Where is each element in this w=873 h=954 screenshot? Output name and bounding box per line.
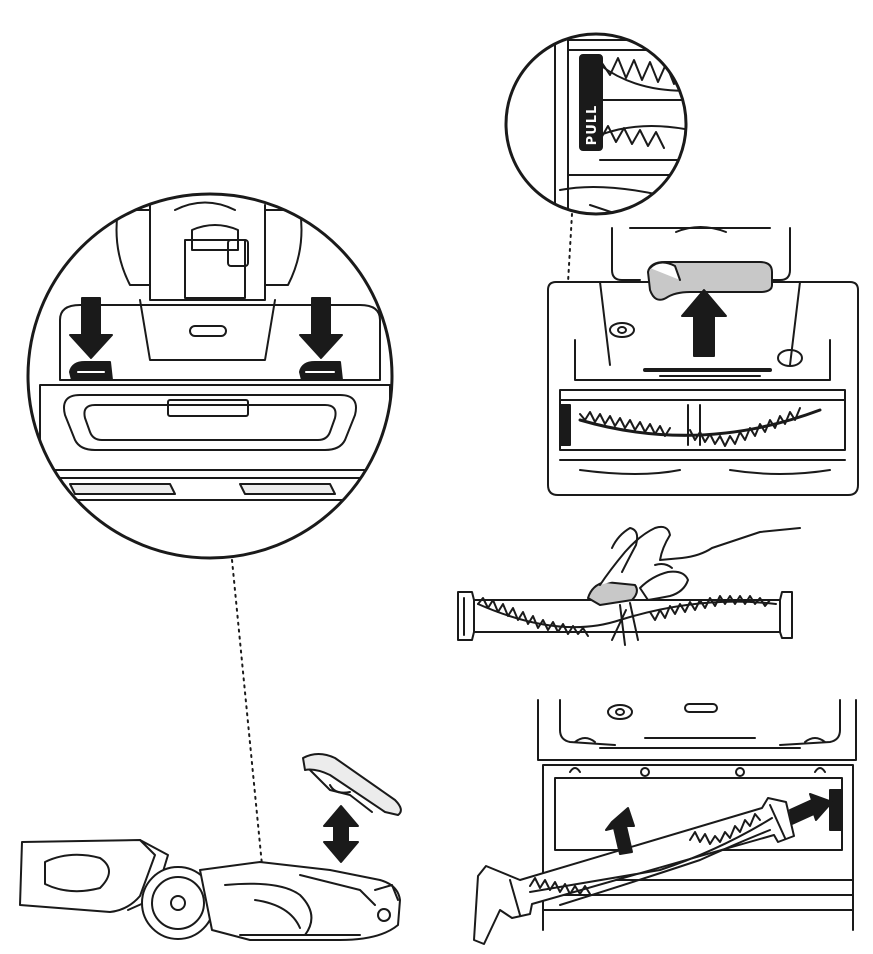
lift-arrow-icon — [681, 289, 727, 357]
vacuum-side-view — [19, 753, 402, 941]
latch-leader — [231, 559, 263, 866]
nozzle-latch-release — [547, 226, 859, 496]
brushroll-removal — [473, 699, 857, 945]
slide-out-arrow-icon — [789, 793, 833, 825]
up-down-arrow-icon — [323, 805, 359, 863]
pull-tab-magnifier: PULL — [504, 32, 688, 216]
lift-out-arrow-icon — [605, 807, 635, 855]
press-arrow-left-icon — [69, 297, 113, 359]
press-arrow-right-icon — [299, 297, 343, 359]
brushroll-cleaning — [457, 525, 801, 646]
pull-label: PULL — [585, 105, 600, 146]
latch-buttons-magnifier — [26, 192, 394, 560]
